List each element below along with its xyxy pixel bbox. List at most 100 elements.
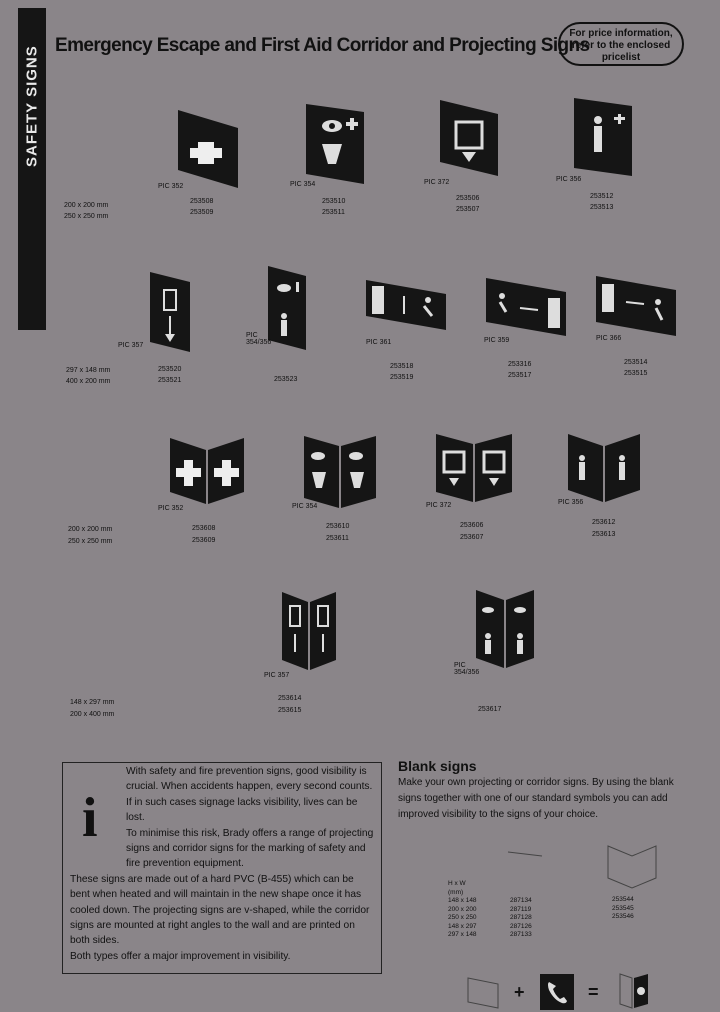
size-label: 200 x 400 mm bbox=[70, 711, 115, 718]
product-code: 253607 bbox=[460, 534, 484, 541]
blank-projecting-codes: 253544 253545 253546 bbox=[612, 896, 634, 922]
product-code: 253518 bbox=[390, 363, 414, 370]
product-code: 253617 bbox=[478, 706, 502, 713]
info-paragraph: To minimise this risk, Brady offers a ra… bbox=[126, 827, 374, 870]
table-cell: 253544 bbox=[612, 896, 634, 903]
pic-label: PIC 354 bbox=[292, 503, 318, 510]
product-code: 253613 bbox=[592, 531, 616, 538]
blank-corridor-codes: 287134 287119 287128 287126 287133 bbox=[510, 897, 532, 940]
pic-label: PIC 357 bbox=[264, 672, 290, 679]
product-code: 253520 bbox=[158, 366, 182, 373]
size-label: 148 x 297 mm bbox=[70, 699, 115, 706]
product-code: 253609 bbox=[192, 537, 216, 544]
fire-point-corridor-sign bbox=[440, 100, 498, 176]
product-code: 253517 bbox=[508, 372, 532, 379]
plus-sign: + bbox=[514, 982, 525, 1002]
table-cell: 148 x 297 bbox=[448, 922, 477, 930]
table-header-cell: H x W bbox=[448, 880, 466, 887]
info-box bbox=[62, 762, 382, 974]
eyewash-shower-v-projecting-sign bbox=[476, 590, 534, 668]
telephone-symbol-icon bbox=[540, 974, 574, 1010]
product-code: 253606 bbox=[460, 522, 484, 529]
product-code: 253511 bbox=[322, 209, 345, 216]
product-code: 253507 bbox=[456, 206, 480, 213]
info-paragraph: These signs are made out of a hard PVC (… bbox=[70, 873, 370, 947]
category-label: SAFETY SIGNS bbox=[23, 45, 41, 167]
first-aid-projecting-sign bbox=[170, 438, 244, 504]
product-code: 253506 bbox=[456, 195, 480, 202]
category-sidebar: SAFETY SIGNS bbox=[18, 8, 46, 330]
info-paragraph: With safety and fire prevention signs, g… bbox=[126, 766, 373, 824]
blank-table-header: H x W (mm) bbox=[448, 880, 466, 897]
product-code: 253509 bbox=[190, 209, 214, 216]
size-label: 250 x 250 mm bbox=[68, 538, 113, 545]
info-paragraph: Both types offer a major improvement in … bbox=[70, 950, 291, 962]
first-aid-corridor-sign bbox=[178, 110, 238, 188]
safety-shower-projecting-sign bbox=[568, 434, 640, 502]
exit-down-corridor-sign bbox=[150, 272, 190, 352]
pic-label: PIC 352 bbox=[158, 183, 184, 190]
blank-signs-heading: Blank signs bbox=[398, 758, 477, 774]
product-code: 253316 bbox=[508, 361, 532, 368]
table-cell: 253545 bbox=[612, 904, 634, 912]
blank-corridor-sign-image bbox=[507, 851, 543, 857]
table-cell: 297 x 148 bbox=[448, 931, 477, 938]
table-cell: 250 x 250 bbox=[448, 914, 477, 921]
product-code: 253508 bbox=[190, 198, 214, 205]
table-cell: 253546 bbox=[612, 913, 634, 920]
pic-label: PIC 356 bbox=[558, 499, 584, 506]
product-code: 253523 bbox=[274, 376, 298, 383]
pic-label: PIC 357 bbox=[118, 342, 144, 349]
info-icon: i bbox=[82, 787, 98, 849]
pic-label: PIC 361 bbox=[366, 339, 392, 346]
eyewash-corridor-sign bbox=[306, 104, 364, 184]
product-code: 253608 bbox=[192, 525, 216, 532]
blank-signs-description: Make your own projecting or corridor sig… bbox=[398, 777, 674, 820]
table-cell: 148 x 148 bbox=[448, 897, 477, 904]
blank-projecting-sign-image bbox=[607, 845, 657, 889]
table-cell: 287128 bbox=[510, 914, 532, 921]
table-cell: 200 x 200 bbox=[448, 905, 477, 913]
safety-shower-corridor-sign bbox=[574, 98, 632, 176]
product-code: 253611 bbox=[326, 535, 349, 542]
product-code: 253510 bbox=[322, 198, 346, 205]
info-text: With safety and fire prevention signs, g… bbox=[70, 764, 376, 964]
blank-sign-icon bbox=[467, 977, 499, 1009]
product-code: 253615 bbox=[278, 707, 302, 714]
price-note-badge: For price information, refer to the encl… bbox=[558, 22, 684, 66]
eyewash-projecting-sign bbox=[304, 436, 376, 508]
product-code: 253610 bbox=[326, 523, 350, 530]
equals-sign: = bbox=[588, 982, 599, 1002]
size-label: 297 x 148 mm bbox=[66, 367, 111, 374]
product-code: 253512 bbox=[590, 193, 614, 200]
size-label: 200 x 200 mm bbox=[64, 202, 109, 209]
pic-label: PIC 352 bbox=[158, 505, 184, 512]
product-code: 253612 bbox=[592, 519, 616, 526]
exit-right-corridor-sign bbox=[486, 278, 566, 336]
pic-label: PIC 359 bbox=[484, 337, 510, 344]
telephone-projecting-sign-icon bbox=[619, 973, 648, 1009]
eyewash-shower-projecting-sign bbox=[268, 266, 306, 350]
exit-left-corridor-sign bbox=[366, 280, 446, 330]
product-code: 253614 bbox=[278, 695, 302, 702]
table-cell: 287134 bbox=[510, 897, 532, 904]
table-header-cell: (mm) bbox=[448, 888, 464, 896]
pic-label: PIC 354 bbox=[290, 181, 316, 188]
table-cell: 287119 bbox=[510, 905, 532, 913]
pic-label: PIC 372 bbox=[426, 502, 452, 509]
product-code: 253521 bbox=[158, 377, 182, 384]
size-label: 250 x 250 mm bbox=[64, 213, 109, 220]
pic-label: PIC 372 bbox=[424, 179, 450, 186]
product-code: 253515 bbox=[624, 370, 648, 377]
exit-down-projecting-sign bbox=[282, 592, 336, 670]
table-cell: 287126 bbox=[510, 922, 532, 930]
size-label: 200 x 200 mm bbox=[68, 526, 113, 533]
page-title: Emergency Escape and First Aid Corridor … bbox=[55, 35, 590, 56]
table-cell: 287133 bbox=[510, 931, 532, 938]
product-code: 253513 bbox=[590, 204, 614, 211]
pic-label: PIC 354/356 bbox=[246, 332, 272, 346]
fire-point-projecting-sign bbox=[436, 434, 512, 502]
pic-label: PIC 354/356 bbox=[454, 662, 480, 676]
pic-label: PIC 366 bbox=[596, 335, 622, 342]
product-code: 253519 bbox=[390, 374, 414, 381]
